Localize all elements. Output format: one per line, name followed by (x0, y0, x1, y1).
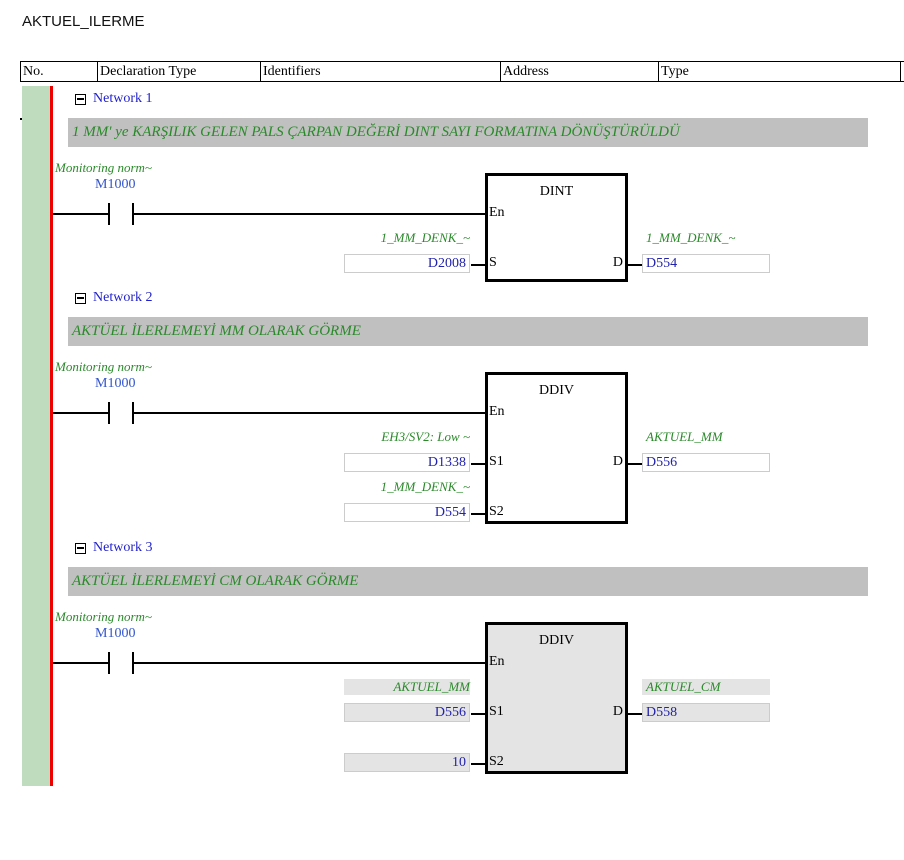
power-rail (50, 86, 53, 786)
output-value-field[interactable]: D556 (642, 453, 770, 472)
output-wire (628, 264, 642, 266)
network-comment[interactable]: 1 MM' ye KARŞILIK GELEN PALS ÇARPAN DEĞE… (68, 118, 868, 147)
left-margin-bar (22, 86, 50, 786)
pin-s: S (489, 255, 497, 270)
network-comment[interactable]: AKTÜEL İLERLEMEYİ CM OLARAK GÖRME (68, 567, 868, 596)
input-value-field[interactable]: D554 (344, 503, 470, 522)
input-wire (471, 463, 485, 465)
collapse-icon[interactable] (75, 542, 86, 554)
rung-wire-right (134, 213, 486, 215)
output-label: AKTUEL_CM (642, 679, 770, 695)
input-wire (471, 264, 485, 266)
column-address[interactable]: Address (501, 62, 659, 81)
output-wire (628, 713, 642, 715)
contact-right-bar[interactable] (132, 652, 134, 674)
contact-address[interactable]: M1000 (95, 177, 136, 192)
input-wire (471, 513, 485, 515)
pin-en: En (489, 205, 505, 220)
output-label: AKTUEL_MM (646, 429, 723, 444)
cursor-mark (20, 118, 22, 120)
contact-comment: Monitoring norm~ (55, 359, 152, 374)
rung-wire-right (134, 412, 486, 414)
output-value-field[interactable]: D554 (642, 254, 770, 273)
input-value-field[interactable]: D1338 (344, 453, 470, 472)
input-value-field[interactable]: 10 (344, 753, 470, 772)
contact-address[interactable]: M1000 (95, 626, 136, 641)
collapse-icon[interactable] (75, 292, 86, 304)
contact-right-bar[interactable] (132, 203, 134, 225)
input-label: 1_MM_DENK_~ (380, 479, 470, 494)
pin-d: D (612, 255, 623, 270)
contact-right-bar[interactable] (132, 402, 134, 424)
network-comment[interactable]: AKTÜEL İLERLEMEYİ MM OLARAK GÖRME (68, 317, 868, 346)
contact-comment: Monitoring norm~ (55, 609, 152, 624)
input-value-field[interactable]: D556 (344, 703, 470, 722)
input-label: AKTUEL_MM (344, 679, 470, 695)
network-header[interactable]: Network 2 (75, 290, 153, 306)
input-value-field[interactable]: D2008 (344, 254, 470, 273)
column-declaration-type[interactable]: Declaration Type (98, 62, 261, 81)
input-wire (471, 713, 485, 715)
block-name: DINT (539, 184, 574, 199)
network-label: Network 1 (93, 91, 153, 106)
contact-comment: Monitoring norm~ (55, 160, 152, 175)
column-type[interactable]: Type (659, 62, 901, 81)
program-title: AKTUEL_ILERME (22, 13, 145, 30)
block-name: DDIV (539, 383, 574, 398)
pin-s2: S2 (489, 504, 504, 519)
rung-wire-left (53, 412, 108, 414)
input-wire (471, 763, 485, 765)
output-label: 1_MM_DENK_~ (646, 230, 736, 245)
rung-wire-right (134, 662, 486, 664)
network-header[interactable]: Network 3 (75, 540, 153, 556)
column-identifiers[interactable]: Identifiers (261, 62, 501, 81)
pin-d: D (612, 704, 623, 719)
pin-s2: S2 (489, 754, 504, 769)
block-name: DDIV (539, 633, 574, 648)
output-value-field[interactable]: D558 (642, 703, 770, 722)
network-label: Network 3 (93, 540, 153, 555)
network-label: Network 2 (93, 290, 153, 305)
input-label: 1_MM_DENK_~ (380, 230, 470, 245)
rung-wire-left (53, 213, 108, 215)
output-wire (628, 463, 642, 465)
pin-s1: S1 (489, 454, 504, 469)
variable-table-header: No. Declaration Type Identifiers Address… (20, 61, 904, 82)
contact-left-bar[interactable] (108, 652, 110, 674)
pin-en: En (489, 654, 505, 669)
contact-left-bar[interactable] (108, 203, 110, 225)
contact-left-bar[interactable] (108, 402, 110, 424)
contact-address[interactable]: M1000 (95, 376, 136, 391)
column-no[interactable]: No. (21, 62, 98, 81)
rung-wire-left (53, 662, 108, 664)
pin-en: En (489, 404, 505, 419)
collapse-icon[interactable] (75, 93, 86, 105)
network-header[interactable]: Network 1 (75, 91, 153, 107)
pin-d: D (612, 454, 623, 469)
input-label: EH3/SV2: Low ~ (381, 429, 470, 444)
pin-s1: S1 (489, 704, 504, 719)
